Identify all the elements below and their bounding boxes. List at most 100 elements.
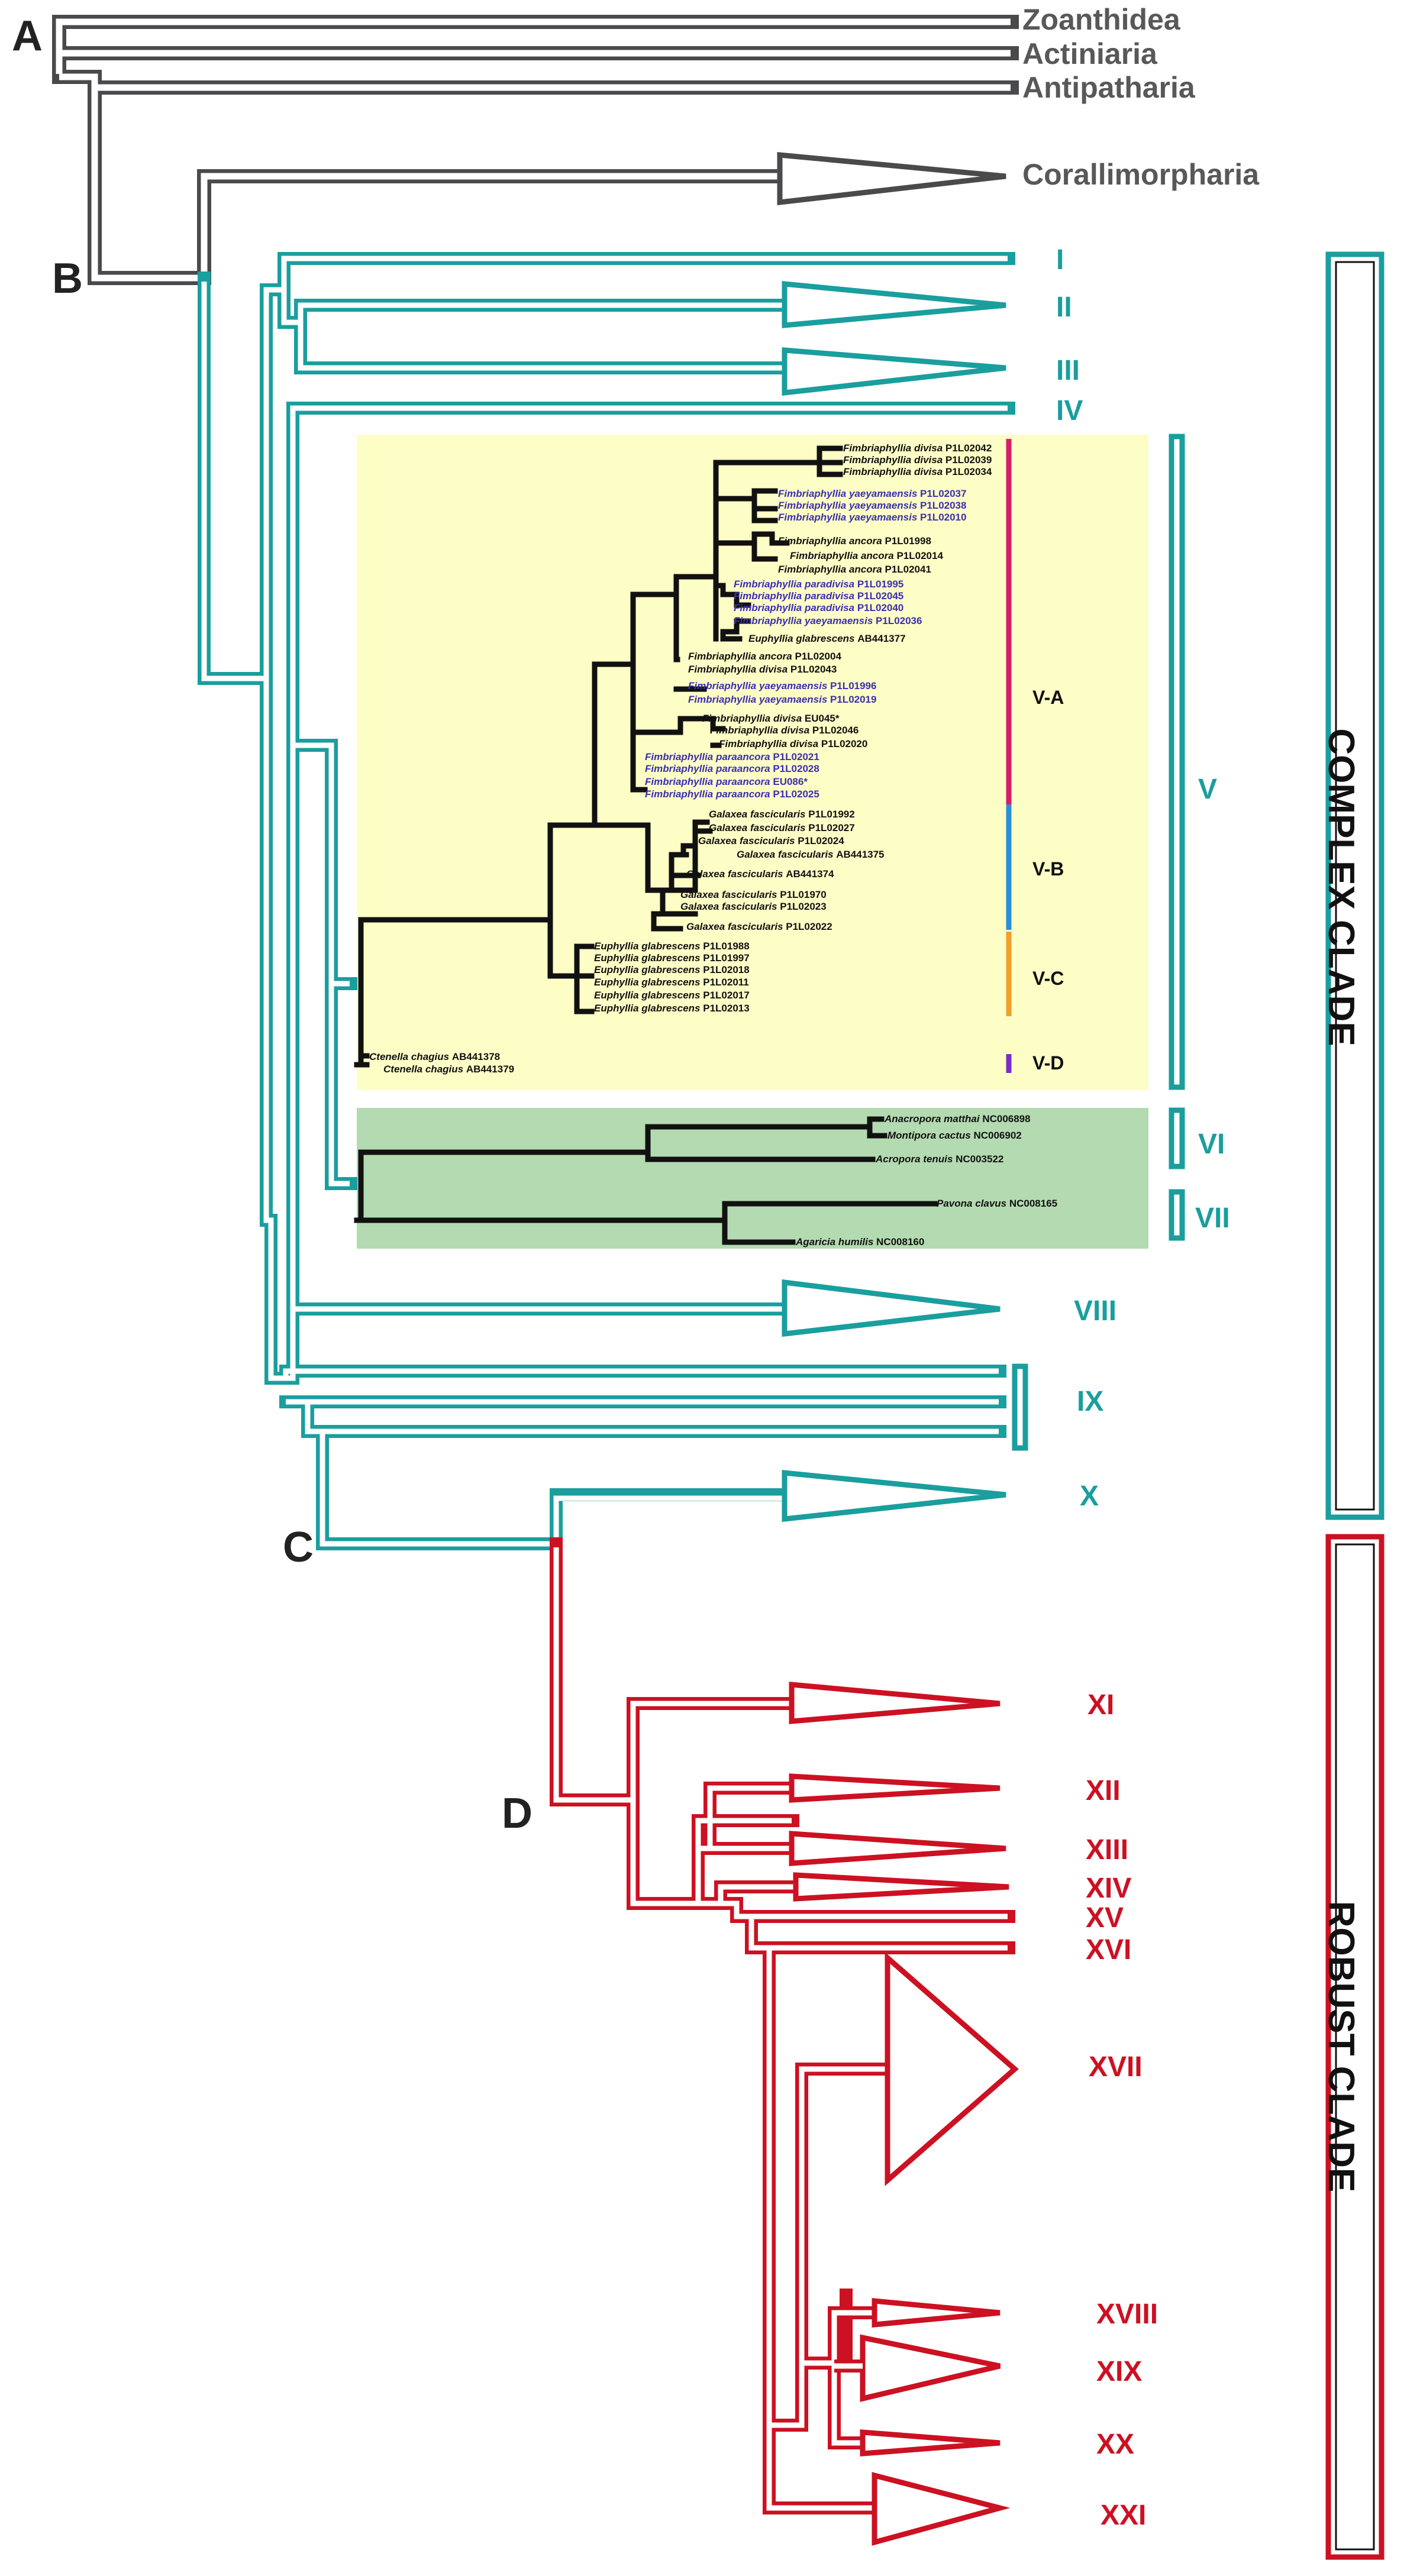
taxon-name: Galaxea fascicularis xyxy=(709,809,808,820)
taxon-name: Galaxea fascicularis xyxy=(698,835,798,846)
taxon-name: Euphyllia glabrescens xyxy=(594,964,703,975)
taxon-accession: P1L02011 xyxy=(703,977,749,988)
taxon-name: Euphyllia glabrescens xyxy=(594,952,703,964)
taxon-name: Fimbriaphyllia ancora xyxy=(778,564,885,575)
taxon-label: Euphyllia glabrescens P1L02013 xyxy=(594,1003,750,1014)
taxon-label: Galaxea fascicularis AB441375 xyxy=(737,849,885,860)
taxon-accession: AB441378 xyxy=(452,1051,500,1062)
taxon-accession: P1L02039 xyxy=(945,454,992,466)
clade-label-x: X xyxy=(1080,1481,1099,1512)
taxon-accession: P1L02013 xyxy=(703,1003,749,1014)
clade-label-xiv: XIV xyxy=(1086,1873,1131,1904)
taxon-name: Fimbriaphyllia paraancora xyxy=(645,788,773,800)
taxon-accession: P1L02040 xyxy=(857,602,903,613)
triangle-clade-xi xyxy=(789,1682,1001,1724)
taxon-name: Fimbriaphyllia divisa xyxy=(843,466,945,477)
taxon-name: Fimbriaphyllia divisa xyxy=(843,454,945,466)
node-label-a: A xyxy=(12,12,43,60)
taxon-accession: NC006902 xyxy=(973,1130,1021,1141)
taxon-label: Euphyllia glabrescens P1L01988 xyxy=(594,940,750,952)
taxon-name: Fimbriaphyllia paraancora xyxy=(645,751,773,762)
taxon-label: Galaxea fascicularis P1L02022 xyxy=(686,921,832,932)
taxon-name: Fimbriaphyllia yaeyamaensis xyxy=(778,500,920,511)
taxon-label: Fimbriaphyllia ancora P1L02014 xyxy=(790,550,943,561)
taxon-label: Fimbriaphyllia paradivisa P1L02040 xyxy=(734,602,903,613)
subclade-label-v-d: V-D xyxy=(1032,1052,1064,1074)
taxon-name: Fimbriaphyllia paradivisa xyxy=(734,590,857,602)
taxon-accession: P1L02037 xyxy=(920,488,966,499)
taxon-accession: P1L02042 xyxy=(945,442,992,454)
taxon-label: Fimbriaphyllia yaeyamaensis P1L02010 xyxy=(778,512,966,523)
clade-label-iv: IV xyxy=(1056,395,1083,426)
clade-label-iii: III xyxy=(1056,355,1080,386)
taxon-accession: P1L01988 xyxy=(703,940,749,952)
bar-clade-vi xyxy=(1169,1107,1185,1169)
robust-clade-box-inner xyxy=(1335,1543,1375,2551)
bar-clade-vii xyxy=(1169,1189,1185,1241)
triangle-clade-viii xyxy=(782,1279,1001,1337)
taxon-name: Euphyllia glabrescens xyxy=(594,977,703,988)
complex-clade-label: COMPLEX CLADE xyxy=(1321,728,1361,1046)
taxon-label: Fimbriaphyllia yaeyamaensis P1L02019 xyxy=(688,694,876,705)
clade-label-i: I xyxy=(1056,244,1064,276)
taxon-label: Ctenella chagius AB441379 xyxy=(383,1064,514,1075)
taxon-accession: P1L02023 xyxy=(780,901,826,912)
node-label-d: D xyxy=(502,1790,532,1837)
taxon-name: Montipora cactus xyxy=(888,1130,973,1141)
subclade-label-v-a: V-A xyxy=(1032,687,1064,708)
taxon-label: Ctenella chagius AB441378 xyxy=(369,1051,500,1062)
triangle-clade-xix xyxy=(860,2334,1001,2402)
taxon-name: Euphyllia glabrescens xyxy=(748,633,857,644)
outgroup-label-actiniaria: Actiniaria xyxy=(1022,37,1158,70)
taxon-name: Galaxea fascicularis xyxy=(680,889,780,900)
taxon-label: Fimbriaphyllia divisa P1L02042 xyxy=(843,442,992,454)
taxon-accession: P1L02046 xyxy=(812,725,859,736)
taxon-label: Fimbriaphyllia yaeyamaensis P1L02037 xyxy=(778,488,966,499)
taxon-label: Fimbriaphyllia divisa P1L02046 xyxy=(710,725,859,736)
taxon-name: Fimbriaphyllia paradivisa xyxy=(734,602,857,613)
taxon-label: Euphyllia glabrescens AB441377 xyxy=(748,633,906,644)
taxon-name: Acropora tenuis xyxy=(875,1153,956,1165)
taxon-name: Fimbriaphyllia paradivisa xyxy=(734,578,857,590)
taxon-label: Fimbriaphyllia paradivisa P1L02045 xyxy=(734,590,903,602)
triangle-clade-xviii xyxy=(872,2298,1001,2328)
outgroup-label-zoanthidea: Zoanthidea xyxy=(1022,3,1181,36)
taxon-label: Montipora cactus NC006902 xyxy=(888,1130,1022,1141)
taxon-label: Fimbriaphyllia paradivisa P1L01995 xyxy=(734,578,903,590)
taxon-label: Fimbriaphyllia ancora P1L02041 xyxy=(778,564,931,575)
taxon-label: Anacropora matthai NC006898 xyxy=(884,1113,1031,1124)
taxon-label: Fimbriaphyllia divisa EU045* xyxy=(702,713,840,724)
clade-label-xv: XV xyxy=(1086,1902,1124,1934)
taxon-name: Galaxea fascicularis xyxy=(737,849,836,860)
complex-clade-box-inner xyxy=(1335,261,1375,1511)
clade-label-xx: XX xyxy=(1096,2429,1134,2460)
taxon-accession: AB441374 xyxy=(786,868,834,880)
taxon-label: Fimbriaphyllia yaeyamaensis P1L02038 xyxy=(778,500,966,511)
taxon-name: Fimbriaphyllia paraancora xyxy=(645,776,773,787)
taxon-accession: AB441375 xyxy=(836,849,884,860)
taxon-name: Fimbriaphyllia divisa xyxy=(702,713,805,724)
taxon-accession: NC003522 xyxy=(956,1153,1003,1165)
taxon-name: Galaxea fascicularis xyxy=(686,868,786,880)
taxon-accession: P1L02034 xyxy=(945,466,992,477)
taxon-label: Galaxea fascicularis P1L02023 xyxy=(680,901,827,912)
clade-label-xi: XI xyxy=(1087,1689,1114,1721)
taxon-accession: P1L01997 xyxy=(703,952,749,964)
taxon-label: Galaxea fascicularis P1L01970 xyxy=(680,889,827,900)
taxon-name: Fimbriaphyllia ancora xyxy=(790,550,896,561)
bar-clade-ix xyxy=(1012,1363,1028,1451)
clade-label-ii: II xyxy=(1056,292,1072,323)
clade-vi-vii-subtree xyxy=(354,1116,938,1245)
taxon-label: Fimbriaphyllia paraancora EU086* xyxy=(645,776,808,787)
taxon-accession: P1L02036 xyxy=(876,615,922,626)
complex-clade-box xyxy=(1325,251,1384,1520)
clade-label-vii: VII xyxy=(1195,1203,1230,1234)
taxon-label: Euphyllia glabrescens P1L02018 xyxy=(594,964,750,975)
taxon-accession: P1L02041 xyxy=(885,564,931,575)
taxon-accession: NC008160 xyxy=(876,1236,924,1247)
taxon-accession: P1L02025 xyxy=(773,788,819,800)
taxon-label: Fimbriaphyllia ancora P1L01998 xyxy=(778,535,931,547)
taxon-label: Fimbriaphyllia yaeyamaensis P1L01996 xyxy=(688,680,876,691)
clade-v-subtree xyxy=(354,445,843,1068)
